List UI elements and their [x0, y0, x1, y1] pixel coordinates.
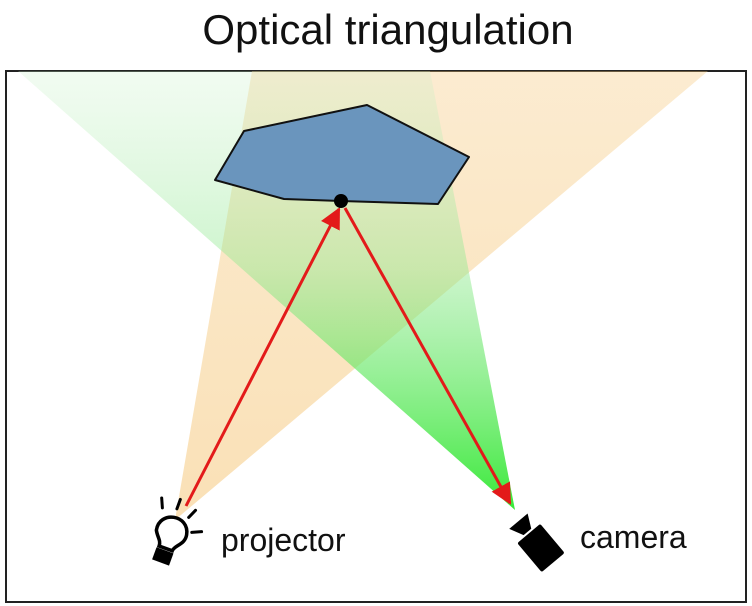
diagram-title: Optical triangulation: [202, 6, 573, 53]
video-camera-icon: [509, 513, 564, 572]
projector-ray: [184, 207, 341, 507]
light-bulb-icon: [152, 496, 204, 566]
camera-label: camera: [580, 519, 687, 555]
scanned-object: [214, 104, 470, 205]
projector-label: projector: [221, 522, 346, 558]
reflected-ray: [343, 207, 512, 505]
surface-point: [334, 194, 348, 208]
